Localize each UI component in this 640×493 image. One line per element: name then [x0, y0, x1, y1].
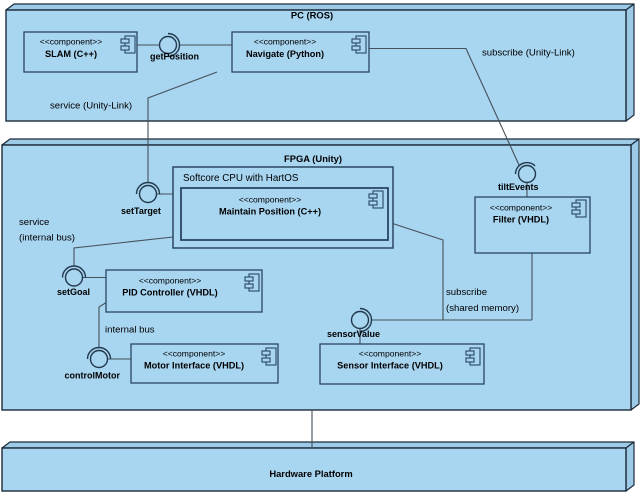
node-hardware-right-face [625, 441, 635, 492]
node-hardware[interactable] [1, 441, 635, 492]
set-target-ball[interactable] [138, 184, 158, 204]
set-goal-ball[interactable] [64, 268, 84, 287]
edge-navigate-to-tiltevents[interactable] [369, 47, 520, 166]
filter-stereotype: <<component>> [490, 203, 553, 213]
set-target-socket[interactable] [135, 181, 161, 195]
navigate-stereotype: <<component>> [254, 37, 317, 47]
service-internal-bus-label-line1: service [19, 217, 49, 228]
sensor-interface-stereotype: <<component>> [359, 349, 422, 359]
sensor-value-label: sensorValue [327, 329, 380, 339]
set-goal-label: setGoal [57, 287, 90, 297]
node-hardware-front[interactable] [1, 447, 627, 492]
node-fpga-right-face [630, 138, 640, 411]
motor-interface-box[interactable] [130, 343, 279, 384]
tilt-events-socket[interactable] [514, 161, 536, 175]
slam-stereotype: <<component>> [40, 37, 103, 47]
component-sensor-interface[interactable]: <<component>> Sensor Interface (VHDL) [319, 343, 485, 385]
navigate-name: Navigate (Python) [246, 49, 324, 59]
motor-interface-stereotype: <<component>> [163, 349, 226, 359]
internal-bus-label: internal bus [105, 325, 155, 336]
pid-controller-stereotype: <<component>> [139, 276, 202, 286]
slam-name: SLAM (C++) [45, 49, 97, 59]
maintain-position-name: Maintain Position (C++) [219, 207, 321, 217]
edge-maintain-to-sensorvalue[interactable] [387, 221, 444, 320]
filter-box[interactable] [474, 196, 591, 254]
interface-sensor-value[interactable] [350, 307, 373, 333]
node-hardware-top-face [1, 441, 635, 449]
sensor-value-socket[interactable] [359, 307, 373, 333]
pid-controller-box[interactable] [105, 269, 263, 313]
control-motor-label: controlMotor [65, 371, 121, 381]
service-internal-bus-label-line2: (internal bus) [19, 233, 75, 244]
interface-get-position[interactable] [158, 32, 181, 58]
sensor-value-ball[interactable] [350, 310, 370, 330]
edge-softcore-to-setgoal[interactable] [73, 236, 174, 266]
service-unity-link-label: service (Unity-Link) [50, 101, 132, 112]
component-slam[interactable]: <<component>> SLAM (C++) [23, 31, 138, 73]
get-position-label: getPosition [150, 52, 199, 62]
subscribe-shared-memory-label-line1: subscribe [446, 287, 487, 298]
component-pid-controller[interactable]: <<component>> PID Controller (VHDL) [105, 269, 263, 313]
tilt-events-ball[interactable] [517, 164, 537, 184]
tilt-events-label: tiltEvents [498, 182, 539, 192]
slam-box[interactable] [23, 31, 138, 73]
motor-interface-name: Motor Interface (VHDL) [144, 361, 244, 371]
get-position-ball[interactable] [158, 35, 178, 55]
component-filter[interactable]: <<component>> Filter (VHDL) [474, 196, 591, 254]
sensor-interface-box[interactable] [319, 343, 485, 385]
pid-controller-name: PID Controller (VHDL) [122, 288, 217, 298]
set-goal-socket[interactable] [61, 265, 87, 278]
edge-navigate-to-settarget[interactable] [147, 71, 218, 182]
filter-name: Filter (VHDL) [493, 215, 549, 225]
node-fpga-top-face [1, 138, 640, 146]
node-pc-right-face [625, 3, 635, 122]
get-position-socket[interactable] [167, 32, 181, 58]
subscribe-shared-memory-label-line2: (shared memory) [446, 303, 519, 314]
subscribe-unity-link-label: subscribe (Unity-Link) [482, 48, 575, 59]
interface-control-motor[interactable] [86, 346, 112, 369]
interface-set-goal[interactable] [61, 265, 87, 287]
maintain-position-stereotype: <<component>> [239, 195, 302, 205]
set-target-label: setTarget [121, 206, 161, 216]
fpga-node-title: FPGA (Unity) [284, 153, 342, 164]
interface-tilt-events[interactable] [514, 161, 537, 184]
control-motor-ball[interactable] [89, 349, 109, 369]
pc-node-title: PC (ROS) [291, 10, 333, 21]
component-motor-interface[interactable]: <<component>> Motor Interface (VHDL) [130, 343, 279, 384]
maintain-position-box[interactable] [180, 187, 389, 241]
edge-pid-to-controlmotor[interactable] [98, 301, 108, 348]
component-navigate[interactable]: <<component>> Navigate (Python) [231, 31, 370, 73]
hardware-node-title: Hardware Platform [269, 468, 352, 479]
sensor-interface-name: Sensor Interface (VHDL) [337, 361, 443, 371]
interface-set-target[interactable] [135, 181, 161, 204]
softcore-title: Softcore CPU with HartOS [183, 173, 299, 184]
control-motor-socket[interactable] [86, 346, 112, 360]
component-maintain-position[interactable]: <<component>> Maintain Position (C++) [180, 187, 389, 241]
navigate-box[interactable] [231, 31, 370, 73]
